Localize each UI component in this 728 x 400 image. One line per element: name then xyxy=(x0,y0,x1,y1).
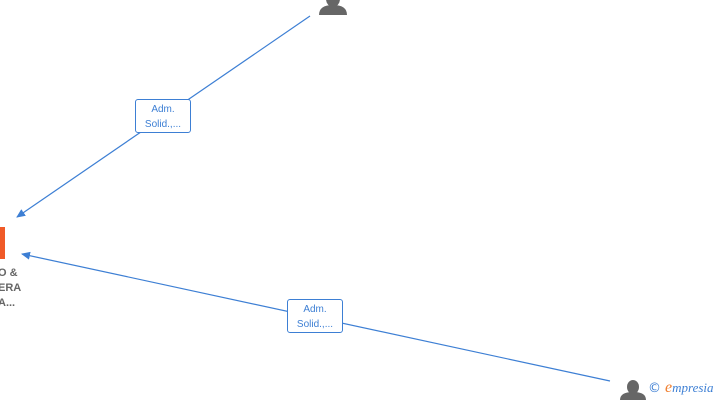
company-icon[interactable] xyxy=(0,227,5,259)
company-name-line: ERA xyxy=(0,282,22,294)
brand-e: e xyxy=(665,379,673,396)
edge-label[interactable]: Adm. Solid.,... xyxy=(135,99,191,133)
edge-label-detail: Solid.,... xyxy=(296,319,334,330)
person-icon[interactable] xyxy=(319,0,347,15)
edge-label-detail: Solid.,... xyxy=(144,119,182,130)
edge-label-role: Adm. xyxy=(151,104,175,115)
copyright-symbol: © xyxy=(648,381,661,396)
company-name[interactable]: O & ERA A... xyxy=(0,266,21,311)
edge-label[interactable]: Adm. Solid.,... xyxy=(287,299,343,333)
company-name-line: A... xyxy=(0,297,16,309)
empresia-logo: © empresia xyxy=(648,379,714,397)
company-name-line: O & xyxy=(0,267,18,279)
brand-name: mpresia xyxy=(672,380,714,395)
person-icon[interactable] xyxy=(620,380,646,400)
edge-label-role: Adm. xyxy=(303,304,327,315)
